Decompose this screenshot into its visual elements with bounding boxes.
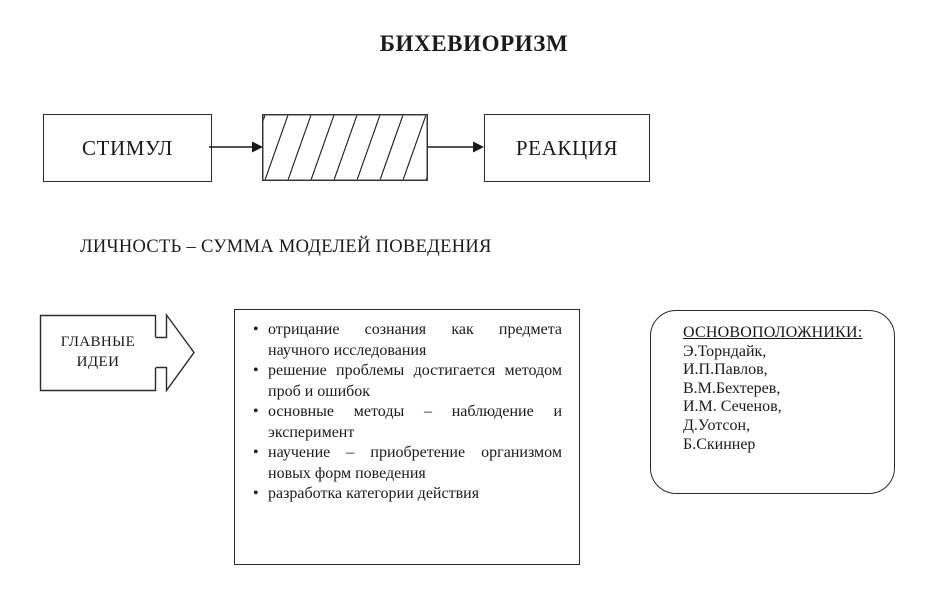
founder-name: Д.Уотсон, [683,416,751,434]
stimulus-label: СТИМУЛ [81,135,173,160]
stimulus-box: СТИМУЛ [43,114,212,182]
list-item: основные методы – наблюдение и экспериме… [253,402,562,443]
founder-name: И.П.Павлов, [683,361,768,379]
arrow-stimulus-to-process [209,141,263,153]
list-item: решение проблемы достигается методом про… [253,361,562,402]
founder-name: И.М. Сеченов, [683,398,782,416]
main-ideas-box: отрицание сознания как предмета научного… [234,309,580,565]
founder-name: Б.Скиннер [683,435,756,453]
list-item-text: разработка категории действия [268,485,480,502]
list-item-text: отрицание сознания как предмета научного… [268,321,562,359]
main-ideas-label-line2: ИДЕИ [76,353,120,370]
list-item: разработка категории действия [253,484,562,505]
list-item-text: основные методы – наблюдение и экспериме… [268,403,562,441]
personality-statement: ЛИЧНОСТЬ – СУММА МОДЕЛЕЙ ПОВЕДЕНИЯ [80,237,492,257]
reaction-label: РЕАКЦИЯ [515,135,619,160]
main-ideas-label-line1: ГЛАВНЫЕ [60,334,136,350]
main-ideas-label: ГЛАВНЫЕ ИДЕИ [40,315,156,390]
arrow-process-to-reaction [428,141,484,153]
founder-name: В.М.Бехтерев, [683,379,781,397]
page-title: БИХЕВИОРИЗМ [379,31,569,56]
list-item-text: решение проблемы достигается методом про… [268,362,562,400]
list-item: научение – приобретение организмом новых… [253,443,562,484]
founder-name: Э.Торндайк, [683,342,767,360]
founders-title: ОСНОВОПОЛОЖНИКИ: [683,324,863,341]
main-ideas-list: отрицание сознания как предмета научного… [253,320,562,505]
founders-box: ОСНОВОПОЛОЖНИКИ: Э.Торндайк, И.П.Павлов,… [650,310,895,494]
list-item: отрицание сознания как предмета научного… [253,320,562,361]
reaction-box: РЕАКЦИЯ [484,114,650,182]
list-item-text: научение – приобретение организмом новых… [268,444,562,482]
main-ideas-arrow-shape [39,312,195,393]
intermediate-process-box [262,114,428,181]
diagonal-hatch-pattern [263,115,427,180]
